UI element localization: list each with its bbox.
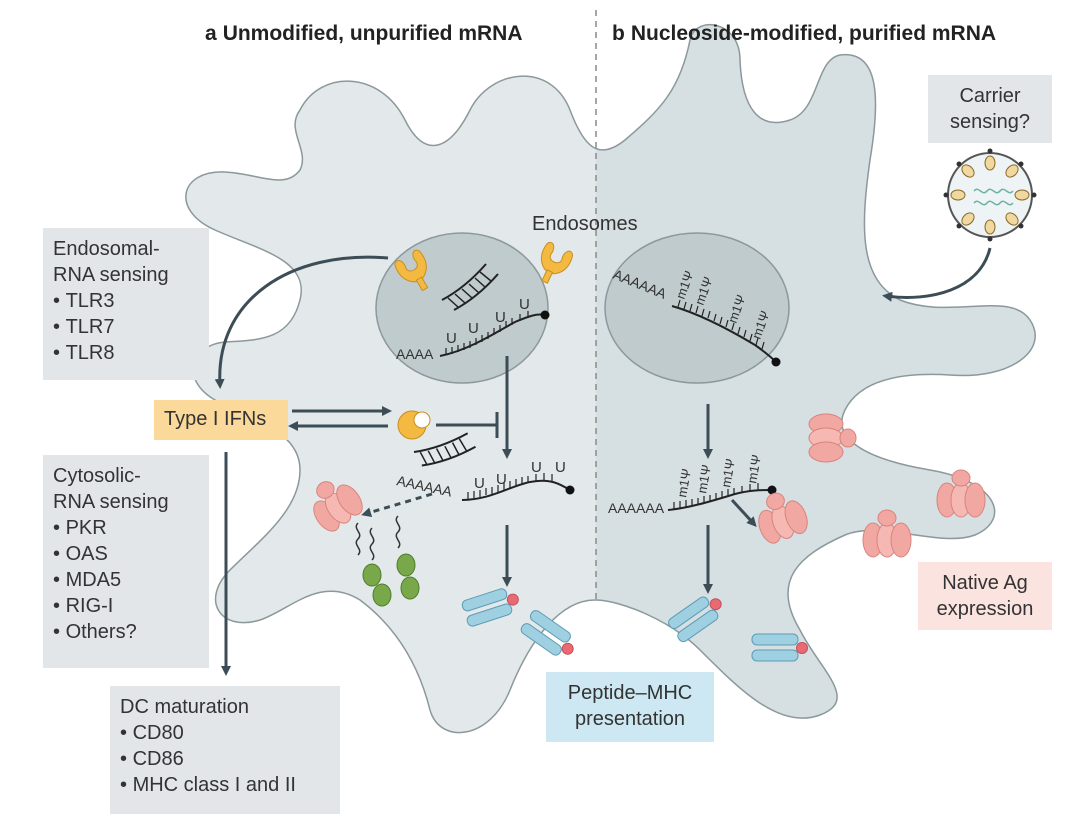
panel-a-title-text: Unmodified, unpurified mRNA: [222, 22, 523, 45]
uridine-label: U: [531, 459, 542, 476]
box-heading: RNA sensing: [53, 264, 169, 286]
uridine-label: U: [519, 296, 530, 313]
native-ag-box: Native Ag expression: [918, 562, 1052, 630]
sensor-item: OAS: [53, 541, 199, 567]
peptide-mhc-box: Peptide–MHC presentation: [546, 672, 714, 742]
modified-uridine-label: m1Ψ: [744, 453, 764, 484]
sensor-item: MDA5: [53, 567, 199, 593]
sensor-item: PKR: [53, 515, 199, 541]
marker-item: MHC class I and II: [120, 772, 330, 798]
native-ag-line: expression: [936, 598, 1034, 620]
carrier-line: Carrier: [959, 85, 1021, 107]
sensor-item: TLR8: [53, 340, 199, 366]
uridine-label: U: [555, 459, 566, 476]
box-heading: Cytosolic-: [53, 465, 141, 487]
type1-ifn-box: Type I IFNs: [154, 400, 288, 440]
uridine-label: U: [474, 475, 485, 492]
sensor-item: TLR7: [53, 314, 199, 340]
box-heading: Endosomal-: [53, 238, 160, 260]
endosomal-sensing-box: Endosomal- RNA sensing TLR3 TLR7 TLR8: [43, 228, 209, 380]
cytosolic-sensing-box: Cytosolic- RNA sensing PKR OAS MDA5 RIG-…: [43, 455, 209, 668]
modified-uridine-label: m1Ψ: [718, 457, 738, 488]
sensor-item: RIG-I: [53, 593, 199, 619]
marker-item: CD80: [120, 720, 330, 746]
dc-maturation-box: DC maturation CD80 CD86 MHC class I and …: [110, 686, 340, 814]
box-heading: DC maturation: [120, 696, 249, 718]
peptide-mhc-line: presentation: [574, 708, 686, 730]
uridine-label: U: [496, 471, 507, 488]
uridine-label: U: [468, 320, 479, 337]
modified-uridine-label: m1Ψ: [694, 463, 714, 494]
poly-a-endosome-a: AAAA: [396, 346, 434, 362]
carrier-sensing-box: Carrier sensing?: [928, 75, 1052, 143]
panel-b-letter: b: [612, 22, 625, 45]
modified-uridine-label: m1Ψ: [674, 467, 694, 498]
marker-item: CD86: [120, 746, 330, 772]
box-heading: RNA sensing: [53, 491, 169, 513]
endosomes-label: Endosomes: [532, 213, 638, 235]
uridine-label: U: [495, 309, 506, 326]
carrier-line: sensing?: [949, 111, 1031, 133]
sensor-item: TLR3: [53, 288, 199, 314]
native-ag-line: Native Ag: [942, 572, 1028, 594]
poly-a-cytosol-b: AAAAAA: [608, 500, 665, 516]
type1-ifn-label: Type I IFNs: [164, 408, 267, 430]
uridine-label: U: [446, 330, 457, 347]
peptide-mhc-line: Peptide–MHC: [567, 682, 693, 704]
panel-a-letter: a: [205, 22, 217, 45]
sensor-item: Others?: [53, 619, 199, 645]
panel-b-title-text: Nucleoside-modified, purified mRNA: [630, 22, 997, 45]
